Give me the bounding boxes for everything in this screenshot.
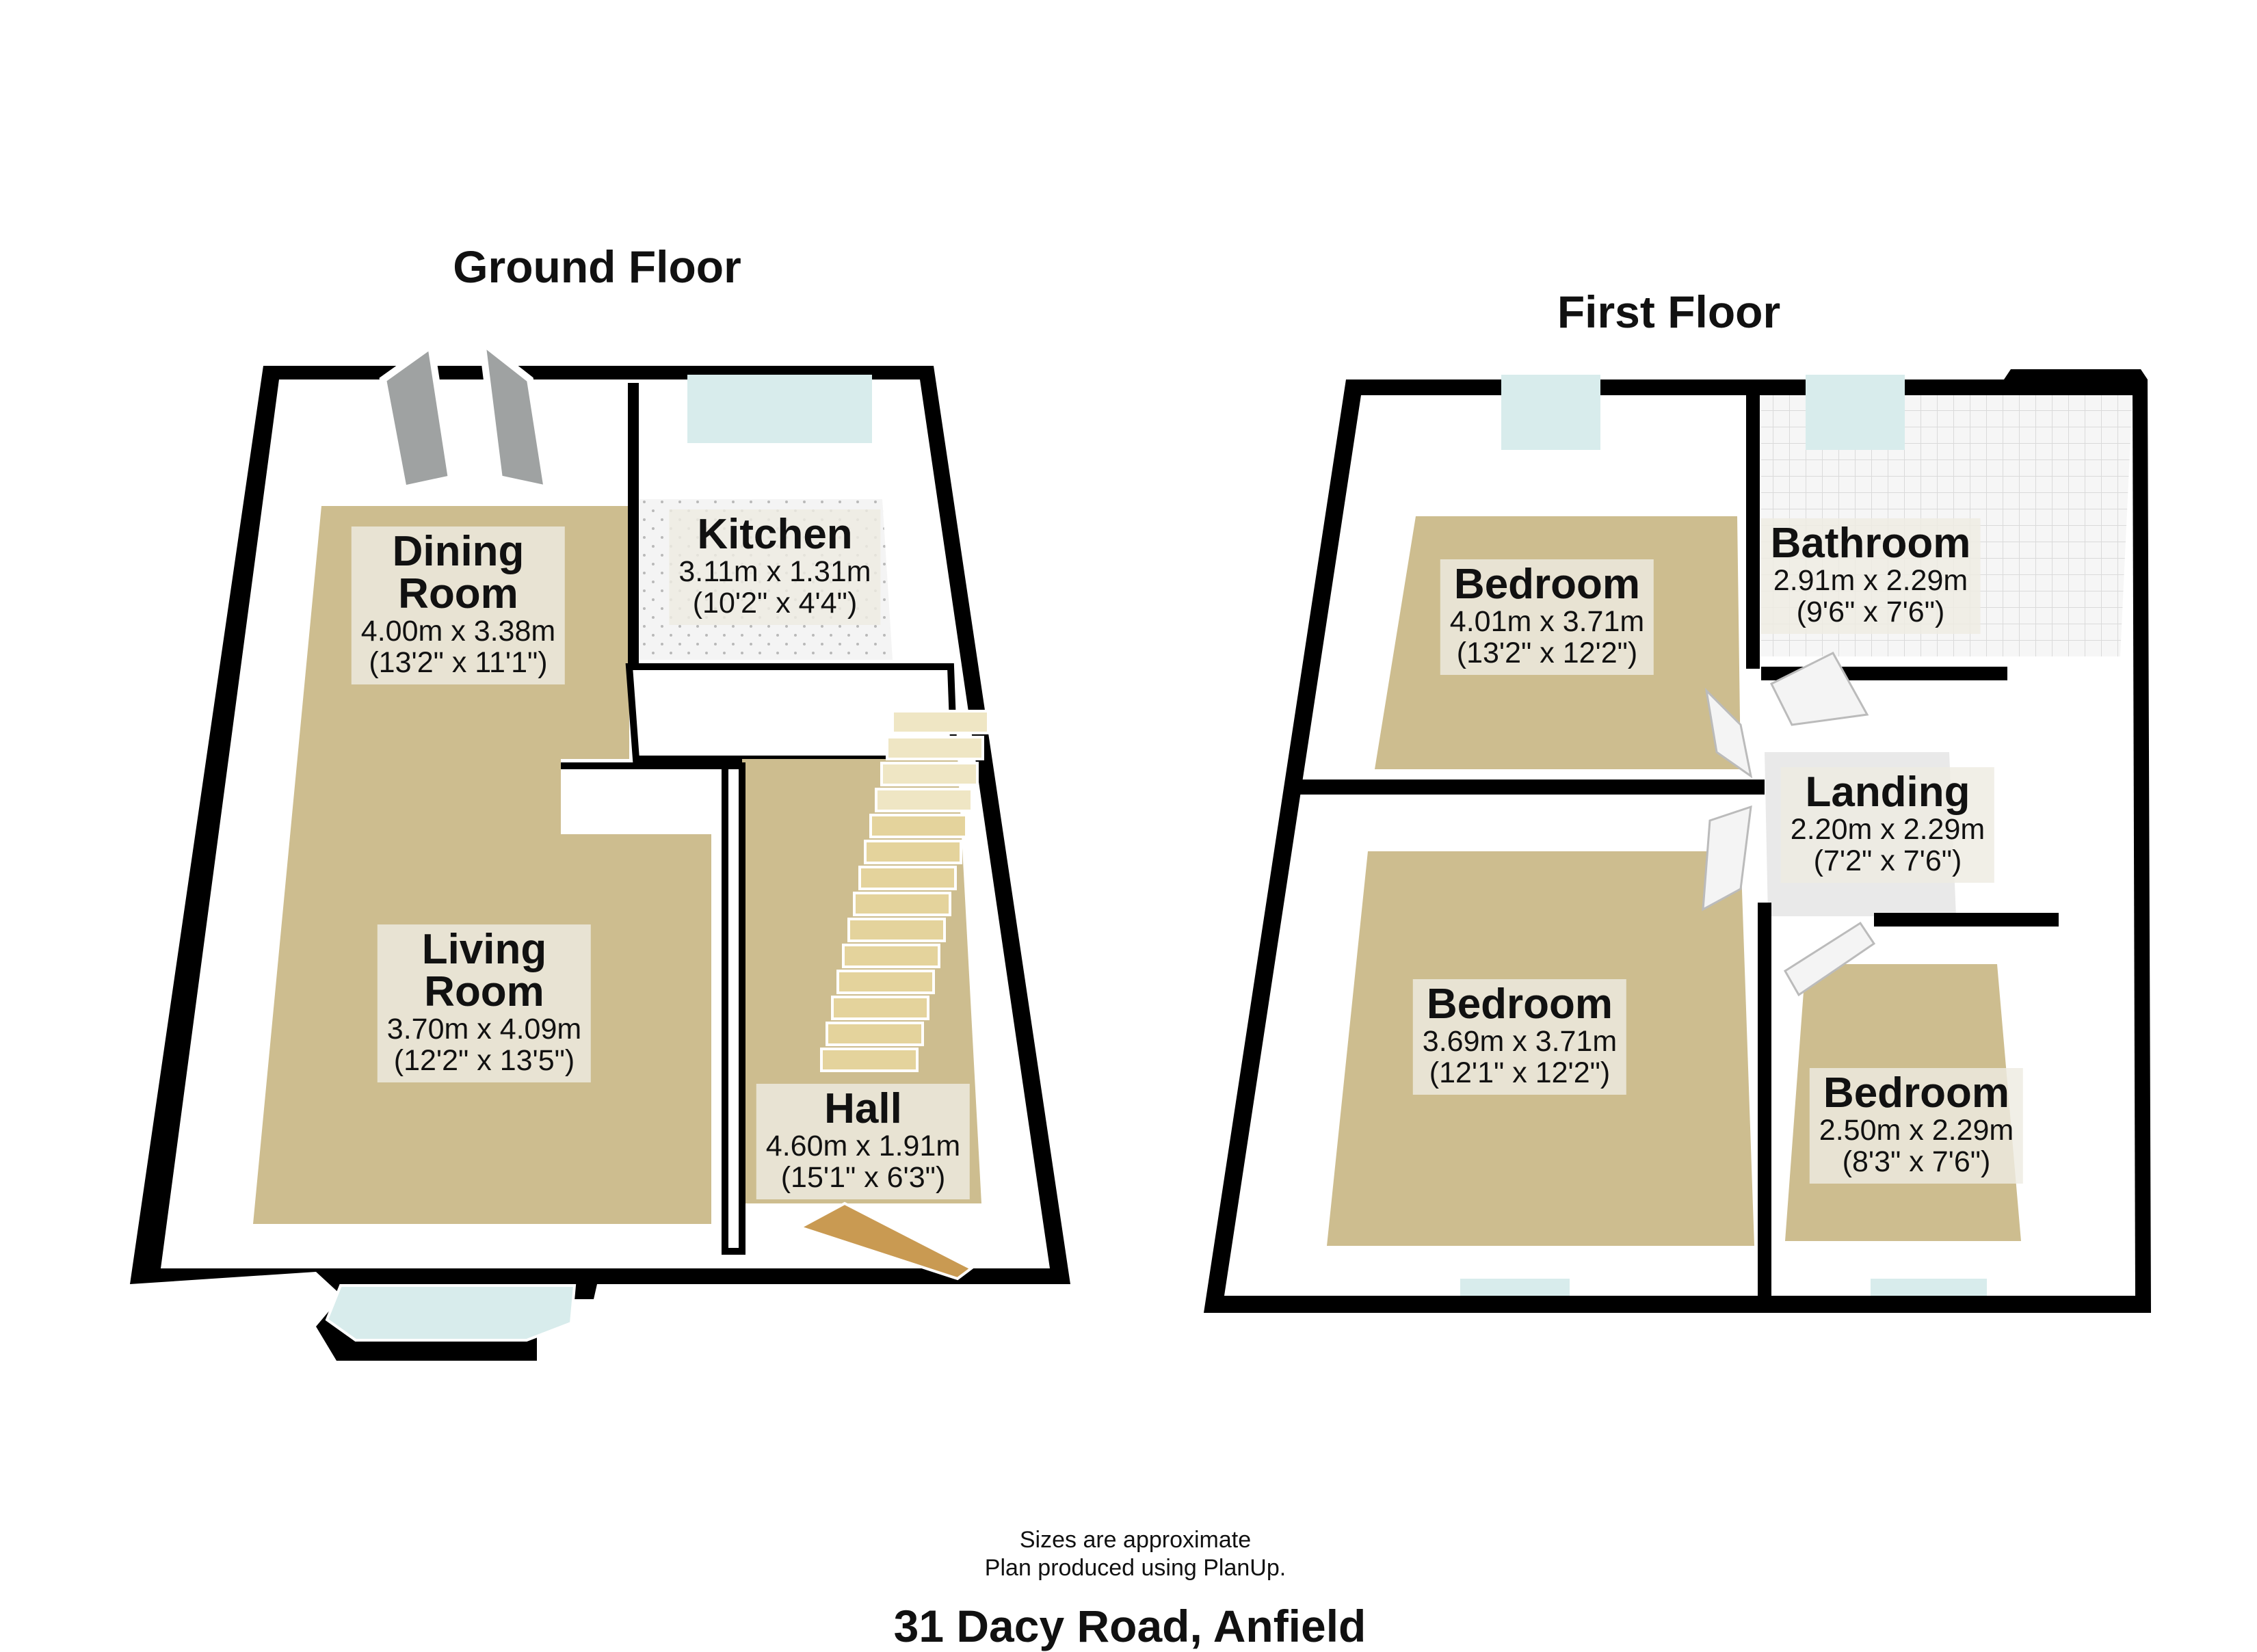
room-name: Kitchen: [697, 511, 853, 558]
room-dimensions-metric: 4.00m x 3.38m: [360, 615, 556, 648]
room-name: Landing: [1805, 769, 1970, 816]
room-name: Bedroom: [1453, 561, 1641, 608]
bay-window: [325, 1284, 577, 1342]
room-dimensions-imperial: (10'2" x 4'4"): [692, 587, 858, 620]
room-dimensions-imperial: (13'2" x 11'1"): [369, 646, 548, 680]
ground-floor-plan: [130, 334, 1070, 1361]
room-label-bathroom: Bathroom 2.91m x 2.29m (9'6" x 7'6"): [1760, 518, 1981, 634]
room-name: Living Room: [421, 926, 547, 1015]
room-label-landing: Landing 2.20m x 2.29m (7'2" x 7'6"): [1780, 767, 1995, 883]
room-dimensions-metric: 4.60m x 1.91m: [765, 1130, 961, 1162]
room-name: Bedroom: [1823, 1069, 2010, 1117]
room-dimensions-metric: 2.50m x 2.29m: [1819, 1114, 2014, 1147]
room-name: Bedroom: [1426, 981, 1613, 1028]
dining-living-floor: [253, 506, 711, 1224]
room-dimensions-imperial: (8'3" x 7'6"): [1842, 1145, 1991, 1179]
stair-tread: [891, 710, 990, 734]
room-dimensions-metric: 3.70m x 4.09m: [386, 1013, 582, 1045]
bedroom-divider-wall: [1299, 780, 1765, 795]
room-dimensions-metric: 4.01m x 3.71m: [1449, 605, 1645, 638]
room-dimensions-metric: 2.20m x 2.29m: [1790, 813, 1985, 846]
kitchen-window: [687, 375, 872, 443]
room-label-hall: Hall 4.60m x 1.91m (15'1" x 6'3"): [756, 1084, 971, 1199]
stair-tread: [869, 814, 968, 838]
kitchen-dining-divider: [628, 383, 639, 670]
bedroom-1-window: [1501, 375, 1600, 450]
stair-tread: [875, 788, 973, 812]
stair-tread: [864, 840, 962, 864]
stair-tread: [831, 996, 929, 1020]
room-dimensions-imperial: (12'1" x 12'2"): [1429, 1056, 1611, 1090]
stair-tread: [842, 944, 940, 968]
room-name: Hall: [824, 1085, 902, 1132]
room-name: Bathroom: [1770, 520, 1971, 567]
room-label-kitchen: Kitchen 3.11m x 1.31m (10'2" x 4'4"): [669, 509, 881, 625]
property-address: 31 Dacy Road, Anfield: [893, 1601, 1367, 1651]
room-dimensions-imperial: (7'2" x 7'6"): [1813, 844, 1962, 878]
stair-tread: [886, 736, 984, 760]
ground-floor-title: Ground Floor: [453, 241, 741, 292]
room-dimensions-imperial: (13'2" x 12'2"): [1456, 637, 1638, 670]
room-dimensions-metric: 3.69m x 3.71m: [1422, 1025, 1618, 1058]
small-bedroom-top-wall: [1874, 913, 2059, 927]
room-label-living-room: Living Room 3.70m x 4.09m (12'2" x 13'5"…: [377, 924, 592, 1082]
bedroom-2-door: [1702, 805, 1752, 911]
room-dimensions-imperial: (12'2" x 13'5"): [393, 1044, 575, 1078]
french-doors: [379, 334, 552, 494]
room-label-bedroom-1: Bedroom 4.01m x 3.71m (13'2" x 12'2"): [1440, 559, 1654, 675]
bedroom-3-window: [1871, 1279, 1987, 1296]
stair-tread: [836, 970, 935, 994]
small-bedroom-side-wall: [1758, 903, 1771, 1299]
bedroom-2-window: [1460, 1279, 1570, 1296]
stair-tread: [880, 762, 979, 786]
ground-floor-staircase: [820, 710, 990, 1072]
stair-tread: [847, 918, 946, 942]
stair-tread: [858, 866, 957, 890]
disclaimer-line-1: Sizes are approximate: [1019, 1527, 1252, 1553]
room-dimensions-imperial: (9'6" x 7'6"): [1796, 596, 1945, 629]
bedroom-3-door: [1783, 921, 1876, 997]
room-label-bedroom-3: Bedroom 2.50m x 2.29m (8'3" x 7'6"): [1809, 1068, 2024, 1184]
room-dimensions-metric: 3.11m x 1.31m: [678, 555, 871, 588]
front-door: [796, 1201, 974, 1281]
hall-partition-wall: [561, 762, 745, 1255]
room-label-bedroom-2: Bedroom 3.69m x 3.71m (12'1" x 12'2"): [1412, 979, 1627, 1095]
stair-tread: [820, 1048, 919, 1072]
bathroom-window: [1806, 375, 1905, 450]
disclaimer-line-2: Plan produced using PlanUp.: [984, 1554, 1286, 1581]
room-dimensions-metric: 2.91m x 2.29m: [1773, 564, 1968, 597]
bedroom-1-door: [1704, 687, 1753, 779]
bathroom-divider-wall: [1746, 395, 1760, 669]
room-dimensions-imperial: (15'1" x 6'3"): [780, 1161, 946, 1195]
first-floor-title: First Floor: [1557, 287, 1781, 337]
stair-tread: [853, 892, 951, 916]
bathroom-door: [1769, 652, 1869, 726]
room-name: Dining Room: [392, 528, 525, 617]
disclaimer-note: Sizes are approximate Plan produced usin…: [985, 1526, 1286, 1582]
stair-tread: [826, 1022, 924, 1046]
room-label-dining-room: Dining Room 4.00m x 3.38m (13'2" x 11'1"…: [351, 527, 566, 684]
